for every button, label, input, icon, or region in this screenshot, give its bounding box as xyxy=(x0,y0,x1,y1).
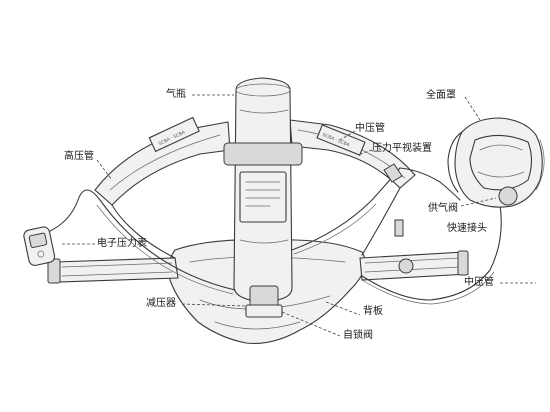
label-self-locking-valve: 自锁阀 xyxy=(343,330,373,341)
face-mask-drawing xyxy=(447,117,545,208)
label-medium-pressure-hose-top: 中压管 xyxy=(355,123,385,134)
label-medium-pressure-hose-right: 中压管 xyxy=(464,277,494,288)
label-quick-connector: 快速接头 xyxy=(447,223,487,234)
waist-belt-drawing xyxy=(47,250,469,284)
label-cylinder: 气瓶 xyxy=(166,89,186,100)
high-pressure-hose-drawing xyxy=(23,189,236,295)
leader-lines xyxy=(62,94,536,337)
label-pressure-reducer: 减压器 xyxy=(146,298,176,309)
label-full-face-mask: 全面罩 xyxy=(426,90,456,101)
label-high-pressure-hose: 高压管 xyxy=(64,151,94,162)
cylinder-drawing xyxy=(223,77,303,318)
label-backplate: 背板 xyxy=(363,306,383,317)
label-electronic-gauge: 电子压力表 xyxy=(97,238,147,249)
shoulder-straps-drawing: SCBA · SCBA SCBA · SCBA xyxy=(94,116,416,259)
label-pressure-hud: 压力平视装置 xyxy=(372,143,432,154)
label-demand-valve: 供气阀 xyxy=(428,203,458,214)
medium-pressure-hose-drawing xyxy=(291,163,461,255)
